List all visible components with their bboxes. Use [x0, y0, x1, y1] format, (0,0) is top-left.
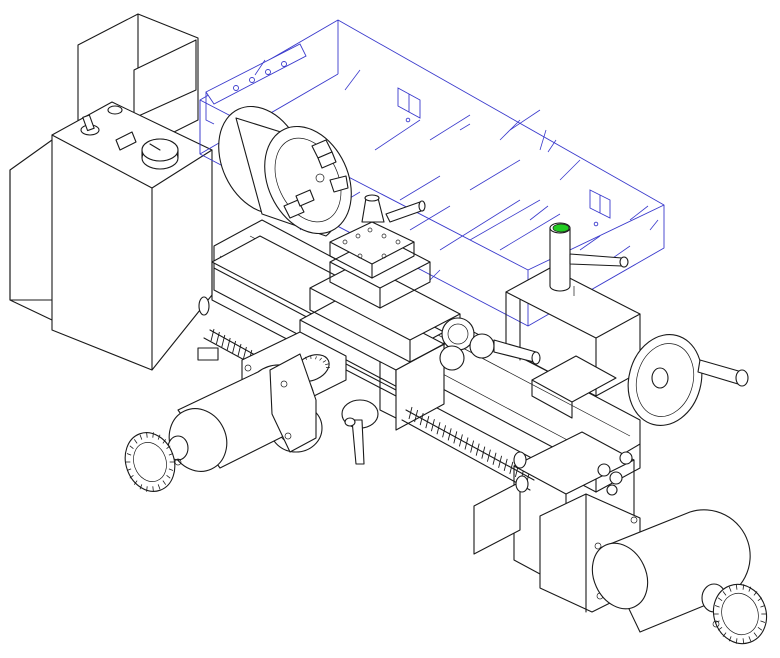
- carriage-lock-lever[interactable]: [341, 399, 379, 465]
- detail-stroke: [325, 363, 329, 366]
- guard-hinge-right: [589, 189, 611, 227]
- highlight-marker[interactable]: [552, 223, 570, 233]
- detail-stroke: [735, 584, 738, 590]
- detail-stroke: [146, 432, 148, 438]
- longitudinal-feed-knob[interactable]: [701, 577, 775, 651]
- detail-stroke: [304, 356, 307, 360]
- detail-stroke: [133, 439, 138, 444]
- longitudinal-feed-motor: [539, 493, 775, 651]
- detail-stroke: [133, 480, 138, 485]
- detail-stroke: [717, 626, 723, 631]
- detail-stroke: [735, 638, 738, 644]
- detail-stroke: [714, 605, 720, 608]
- tailstock-quill: [549, 222, 629, 296]
- detail-stroke: [168, 468, 174, 471]
- chuck-jaw: [311, 139, 337, 169]
- cross-slide-feed-dial[interactable]: [439, 317, 541, 371]
- detail-stroke: [221, 334, 226, 348]
- detail-stroke: [166, 445, 171, 450]
- detail-stroke: [242, 346, 247, 360]
- detail-stroke: [717, 597, 723, 602]
- control-box: [51, 101, 219, 371]
- knurl-lines: [714, 584, 766, 644]
- detail-stroke: [162, 439, 167, 444]
- detail-stroke: [232, 340, 237, 354]
- detail-stroke: [714, 620, 720, 623]
- speed-dial-knob-icon[interactable]: [141, 138, 179, 170]
- knurl-lines: [126, 432, 174, 492]
- toggle-switch-icon[interactable]: [80, 114, 100, 136]
- detail-stroke: [722, 632, 727, 637]
- chuck-jaw: [283, 189, 315, 219]
- feed-gearbox: [473, 431, 635, 589]
- detail-stroke: [129, 445, 134, 450]
- detail-stroke: [162, 480, 167, 485]
- three-jaw-chuck: [218, 105, 352, 237]
- detail-stroke: [152, 432, 154, 438]
- cross-feed-motor: [168, 353, 317, 472]
- detail-stroke: [226, 337, 231, 351]
- detail-stroke: [210, 328, 215, 342]
- detail-stroke: [319, 357, 322, 361]
- chuck-jaw: [329, 175, 349, 193]
- guard-hinge-left: [397, 87, 421, 123]
- detail-stroke: [748, 586, 752, 592]
- indicator-lamp-icon: [107, 105, 123, 115]
- detail-stroke: [742, 584, 745, 590]
- detail-stroke: [152, 486, 154, 492]
- detail-stroke: [126, 453, 132, 456]
- detail-stroke: [139, 484, 143, 490]
- detail-stroke: [322, 360, 327, 363]
- detail-stroke: [757, 597, 763, 602]
- detail-stroke: [166, 474, 171, 479]
- detail-stroke: [129, 474, 134, 479]
- detail-stroke: [215, 331, 220, 345]
- rocker-switch-icon[interactable]: [115, 131, 137, 151]
- detail-stroke: [742, 638, 745, 644]
- detail-stroke: [157, 434, 161, 440]
- detail-stroke: [146, 486, 148, 492]
- detail-stroke: [760, 605, 766, 608]
- detail-stroke: [168, 453, 174, 456]
- detail-stroke: [237, 343, 242, 357]
- tailstock-handwheel[interactable]: [618, 326, 749, 434]
- cross-feed-knob[interactable]: [117, 426, 189, 499]
- detail-stroke: [722, 591, 727, 596]
- detail-stroke: [126, 468, 132, 471]
- detail-stroke: [757, 626, 763, 631]
- detail-stroke: [753, 591, 758, 596]
- tailstock: [505, 267, 641, 419]
- detail-stroke: [157, 484, 161, 490]
- tool-post: [329, 194, 426, 279]
- detail-stroke: [748, 636, 752, 642]
- foot-block: [197, 347, 219, 361]
- detail-stroke: [315, 356, 317, 360]
- detail-stroke: [753, 632, 758, 637]
- detail-stroke: [728, 586, 732, 592]
- detail-stroke: [139, 434, 143, 440]
- detail-stroke: [760, 620, 766, 623]
- detail-stroke: [728, 636, 732, 642]
